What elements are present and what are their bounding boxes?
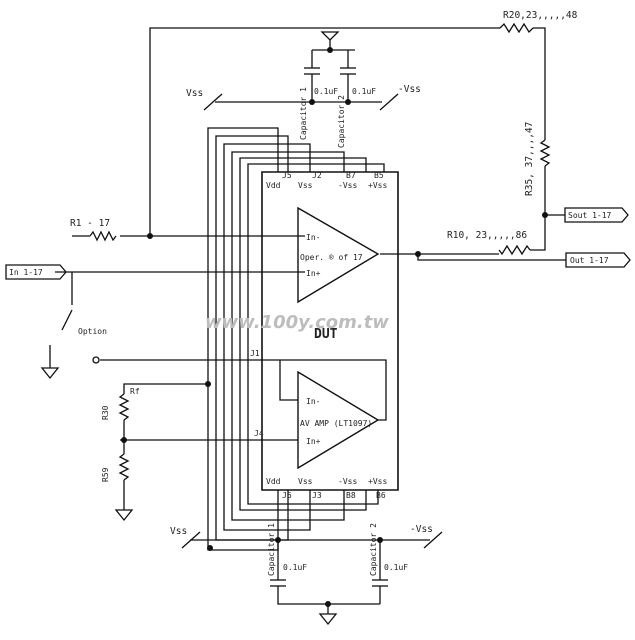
pin-num-top-3: B7: [346, 171, 356, 180]
pin-in-minus: In-: [306, 233, 320, 242]
pin-num-bottom-2: J3: [312, 491, 322, 500]
rail-1: [208, 128, 278, 550]
label-cap-c4: 0.1uF: [384, 563, 408, 572]
label-r35: R35, 37,,,,47: [524, 122, 535, 196]
pin-in2-minus: In-: [306, 397, 320, 406]
ground-bottom-icon: [320, 614, 336, 624]
junction-8: [345, 99, 351, 105]
resistor-r30: [120, 394, 128, 420]
label-out-top: Sout 1-17: [568, 211, 612, 220]
pin-num-bottom-4: B6: [376, 491, 386, 500]
watermark: www.100y.com.tw: [205, 312, 389, 333]
pin-bottom-1: Vdd: [266, 477, 281, 486]
ground-top-icon: [322, 32, 338, 40]
wire-top-right: [533, 28, 545, 140]
label-out-bottom: Out 1-17: [570, 256, 609, 265]
switch-option: [62, 310, 72, 330]
pin-j-left: J1: [250, 349, 260, 358]
junction-7: [309, 99, 315, 105]
junction-10: [377, 537, 383, 543]
label-vss-top: Vss: [186, 88, 203, 99]
junction-4: [205, 381, 211, 387]
wire-r10-up: [530, 215, 545, 250]
ground-rstack-icon: [116, 510, 132, 520]
wire-out: [418, 254, 566, 260]
label-vss-bottom-left: Vss: [170, 526, 187, 537]
op-amp-2: [298, 372, 378, 468]
vss-top-arrow: [204, 94, 222, 110]
pin-bottom-2: Vss: [298, 477, 313, 486]
label-vss-top-right: -Vss: [398, 84, 421, 95]
junction-9: [275, 537, 281, 543]
label-amp2: AV AMP (LT1097): [300, 419, 372, 428]
rail-4: [232, 152, 344, 520]
pin-bottom-3: -Vss: [338, 477, 357, 486]
label-option: Option: [78, 327, 107, 336]
arrow-in: [6, 265, 66, 279]
rail-6: [248, 164, 384, 504]
dut-box: [262, 172, 398, 490]
pin-top-1: Vdd: [266, 181, 281, 190]
vss-bottom-right-arrow: [424, 532, 442, 548]
resistor-r1: [90, 232, 116, 240]
node-amp2-out: [93, 357, 99, 363]
label-r1: R1 - 17: [70, 218, 110, 229]
junction-12: [207, 545, 213, 551]
junction-6: [327, 47, 333, 53]
rail-2: [216, 136, 288, 540]
arrow-out: [566, 253, 630, 267]
op-amp-1: [298, 208, 378, 302]
label-cap-c3: 0.1uF: [283, 563, 307, 572]
wire-feedback-top: [150, 28, 500, 236]
label-cap-c2: 0.1uF: [352, 87, 376, 96]
label-dut: DUT: [314, 327, 338, 342]
pin-num-bottom-1: J6: [282, 491, 292, 500]
label-cap-v3: Capacitor 1: [267, 523, 276, 576]
ground-option-icon: [42, 368, 58, 378]
junction-1: [147, 233, 153, 239]
label-r10: R10, 23,,,,,86: [447, 230, 527, 241]
resistor-r10: [499, 246, 530, 254]
resistor-r20: [500, 24, 533, 32]
label-r-top-side: Rf: [130, 387, 140, 396]
junction-11: [325, 601, 331, 607]
pin-top-2: Vss: [298, 181, 313, 190]
pin-j-left2: J4: [254, 429, 264, 438]
pin-bottom-4: +Vss: [368, 477, 387, 486]
junction-2: [415, 251, 421, 257]
rail-5: [240, 158, 366, 510]
pin-num-top-4: B5: [374, 171, 384, 180]
label-cap-c1: 0.1uF: [314, 87, 338, 96]
pin-num-top-1: J5: [282, 171, 292, 180]
label-cap-v2: Capacitor 2: [337, 95, 346, 148]
resistor-r35: [541, 140, 549, 166]
pin-num-bottom-3: B8: [346, 491, 356, 500]
label-cap-v1: Capacitor 1: [299, 87, 308, 140]
label-r20: R20,23,,,,,48: [503, 10, 578, 21]
label-r-top: R30: [101, 405, 110, 420]
label-amp1: Oper. ® of 17: [300, 253, 363, 262]
wire-amp2-inminus: [280, 360, 298, 400]
vss-top-right-arrow: [380, 94, 398, 110]
pin-num-top-2: J2: [312, 171, 322, 180]
wire-rstack-top: [124, 384, 210, 394]
arrow-sout: [565, 208, 628, 222]
wire-amp2-feedback: [100, 360, 386, 420]
label-cap-v4: Capacitor 2: [369, 523, 378, 576]
pin-in-plus: In+: [306, 269, 321, 278]
junction-5: [121, 437, 127, 443]
rail-3: [224, 144, 310, 530]
label-in-left: In 1-17: [9, 268, 43, 277]
wire-cap3b: [278, 586, 380, 604]
pin-top-3: -Vss: [338, 181, 357, 190]
junction-3: [542, 212, 548, 218]
label-vss-bottom-right: -Vss: [410, 524, 433, 535]
vss-bottom-arrow: [182, 532, 200, 548]
pin-in2-plus: In+: [306, 437, 321, 446]
pin-top-4: +Vss: [368, 181, 387, 190]
resistor-r59: [120, 454, 128, 480]
label-r-bottom: R59: [101, 467, 110, 482]
